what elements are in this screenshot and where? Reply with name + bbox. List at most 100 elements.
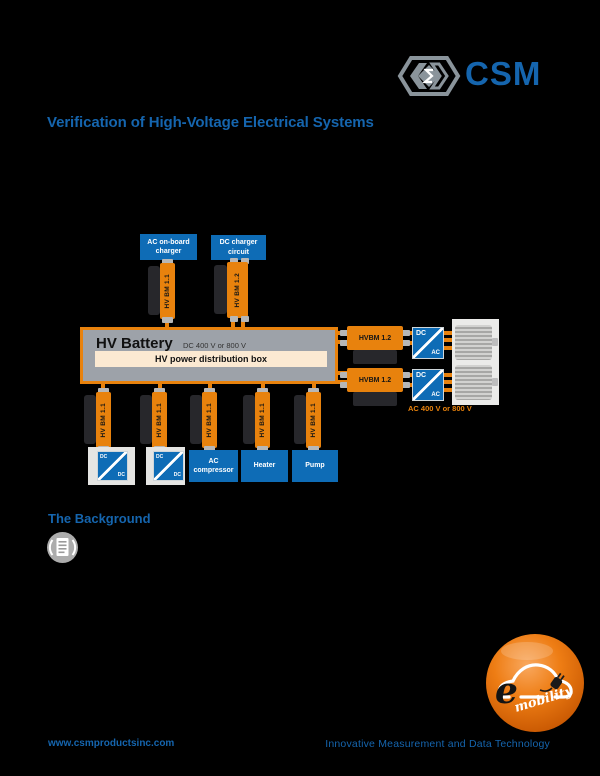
dc-label: DC: [156, 454, 164, 460]
pump-label: Pump: [305, 462, 325, 470]
connector-cap: [98, 388, 109, 394]
footer-tagline: Innovative Measurement and Data Technolo…: [325, 738, 550, 750]
module-label: HV BM 1.1: [164, 273, 171, 309]
ac-label: AC: [431, 392, 440, 398]
hv-cable: [190, 395, 202, 444]
connector-cap: [154, 388, 165, 394]
connector-cap: [308, 388, 319, 394]
connector-cap: [340, 372, 348, 378]
connector-cap: [402, 330, 410, 336]
breakout-module: HV BM 1.1: [255, 392, 270, 448]
breakout-module: HV BM 1.1: [152, 392, 167, 448]
ac-compressor-box: AC compressor: [189, 450, 238, 482]
hv-cable: [84, 395, 96, 444]
connector-cap: [204, 446, 215, 452]
hvbm-module-bottom-2: HV BM 1.1: [140, 388, 168, 452]
electric-motor-2: [455, 365, 492, 400]
cable: [101, 382, 105, 392]
motor-shaft: [492, 338, 498, 346]
module-label: HV BM 1.1: [259, 402, 266, 438]
connector-cap: [308, 446, 319, 452]
breakout-module: HV BM 1.1: [202, 392, 217, 448]
car-outline-icon: [497, 663, 573, 699]
hvbm-module-bottom-4: HV BM 1.1: [243, 388, 271, 452]
dc-label: DC: [416, 330, 427, 337]
hvbm-module-bottom-3: HV BM 1.1: [190, 388, 218, 452]
hv-cable: [214, 265, 227, 314]
dc-label: DC: [117, 472, 125, 478]
module-label: HV BM 1.1: [310, 402, 317, 438]
module-label: HV BM 1.1: [100, 402, 107, 438]
breakout-module: HVBM 1.2: [347, 368, 403, 392]
connector-cap: [241, 316, 249, 322]
connector-cap: [340, 340, 348, 346]
dc-label: DC: [100, 454, 108, 460]
csm-logo-text: CSM: [465, 55, 542, 92]
dcac-inverter-1: DC AC: [412, 327, 444, 359]
emobility-ball-icon: e mobility: [486, 634, 584, 732]
cable: [231, 317, 235, 330]
cable: [165, 318, 169, 330]
dcac-inverter-2: DC AC: [412, 369, 444, 401]
connector-cap: [402, 340, 410, 346]
hv-cable: [353, 350, 397, 364]
module-label: HVBM 1.2: [358, 334, 392, 342]
hvbm-module-bottom-5: HV BM 1.1: [294, 388, 322, 452]
ac-onboard-charger-label: AC on-board charger: [147, 238, 190, 255]
emobility-e-letter: e: [495, 670, 518, 712]
ac-label: AC: [431, 350, 440, 356]
connector-cap: [340, 330, 348, 336]
hv-battery-title: HV Battery: [96, 335, 173, 352]
emobility-logo: e mobility: [485, 633, 585, 738]
module-label: HVBM 1.2: [358, 376, 392, 384]
report-icon: [47, 532, 78, 568]
cable: [261, 382, 265, 392]
motor-shaft: [492, 378, 498, 386]
breakout-module: HV BM 1.2: [227, 262, 248, 318]
hv-battery-voltage: DC 400 V or 800 V: [183, 341, 246, 350]
heater-label: Heater: [253, 462, 276, 470]
hv-cable: [148, 266, 160, 315]
ac-onboard-charger-box: AC on-board charger: [140, 234, 197, 260]
electric-motor-1: [455, 325, 492, 360]
hvbm-module-top-2: HV BM 1.2: [214, 258, 250, 322]
connector-cap: [230, 316, 238, 322]
cable: [443, 346, 455, 350]
hv-cable: [294, 395, 306, 444]
module-label: HV BM 1.2: [234, 272, 241, 308]
hvbm-module-right-1: HVBM 1.2: [340, 326, 410, 366]
cable: [443, 331, 455, 335]
pump-box: Pump: [292, 450, 338, 482]
connector-cap: [241, 258, 249, 264]
website-link[interactable]: www.csmproductsinc.com: [48, 738, 175, 749]
hv-cable: [353, 392, 397, 406]
hv-cable: [140, 395, 152, 444]
csm-logo: CSM: [397, 55, 547, 99]
heater-box: Heater: [241, 450, 288, 482]
background-heading: The Background: [48, 511, 151, 526]
cable: [443, 373, 455, 377]
breakout-module: HV BM 1.1: [306, 392, 321, 448]
connector-cap: [402, 382, 410, 388]
cable: [312, 382, 316, 392]
cable: [158, 382, 162, 392]
module-label: HV BM 1.1: [206, 402, 213, 438]
hv-power-distribution-box: HV power distribution box: [95, 351, 327, 367]
connector-cap: [340, 382, 348, 388]
document-circle-icon: [47, 532, 78, 563]
hv-cable: [243, 395, 255, 444]
cable: [443, 338, 455, 342]
dcdc-converter-2: DC DC: [153, 451, 184, 481]
hvbm-module-bottom-1: HV BM 1.1: [84, 388, 112, 452]
page-title: Verification of High-Voltage Electrical …: [47, 114, 374, 131]
plug-icon: [550, 672, 565, 690]
hv-battery-box: HV Battery DC 400 V or 800 V HV power di…: [80, 327, 338, 384]
dc-label: DC: [416, 372, 427, 379]
csm-logo-icon: [397, 56, 461, 96]
connector-cap: [257, 388, 268, 394]
connector-cap: [162, 317, 173, 323]
cable: [443, 388, 455, 392]
module-label: HV BM 1.1: [156, 402, 163, 438]
cable: [208, 382, 212, 392]
pdb-label: HV power distribution box: [155, 354, 267, 364]
